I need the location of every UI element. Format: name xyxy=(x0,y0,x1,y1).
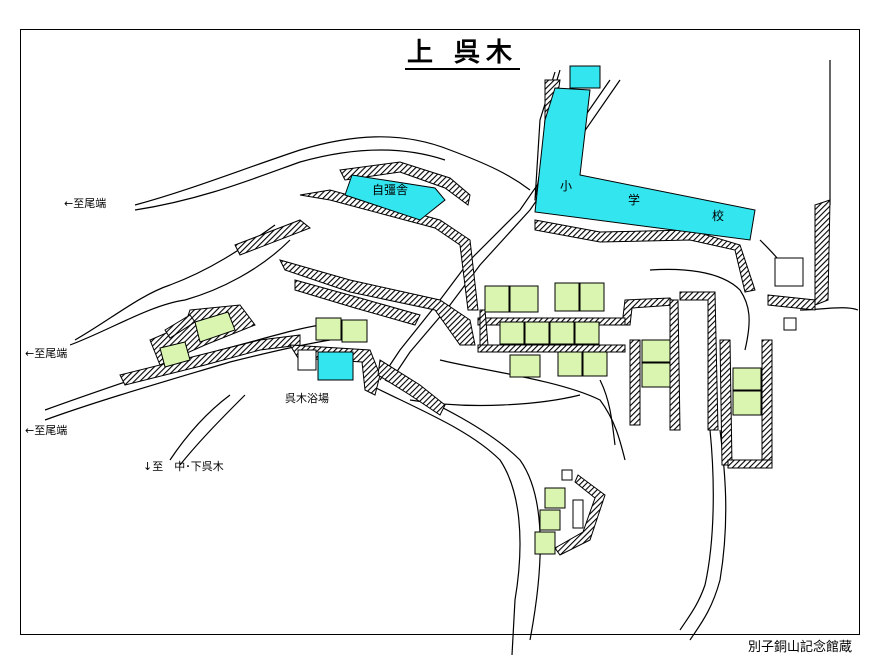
public-buildings xyxy=(317,65,756,381)
label-to-lower: ↓至 中･下呉木 xyxy=(143,460,224,473)
school-building xyxy=(534,87,756,241)
houses xyxy=(159,282,762,555)
label-school-3: 校 xyxy=(712,208,724,223)
label-bath: 呉木浴場 xyxy=(285,392,329,405)
label-school-2: 学 xyxy=(628,192,640,207)
label-school-1: 小 xyxy=(560,179,572,193)
label-to-oji-2: ←至尾端 xyxy=(25,347,68,360)
credit-text: 別子銅山記念館蔵 xyxy=(748,640,853,655)
label-dorm: 自彊舎 xyxy=(372,183,408,197)
small-structures xyxy=(297,257,804,529)
page-title: 上 呉木 xyxy=(405,38,521,70)
map-frame xyxy=(20,29,860,635)
bath-building xyxy=(317,351,354,381)
label-to-oji-1: ←至尾端 xyxy=(64,197,107,210)
label-to-oji-3: ←至尾端 xyxy=(25,424,68,437)
dorm-building xyxy=(344,174,446,221)
